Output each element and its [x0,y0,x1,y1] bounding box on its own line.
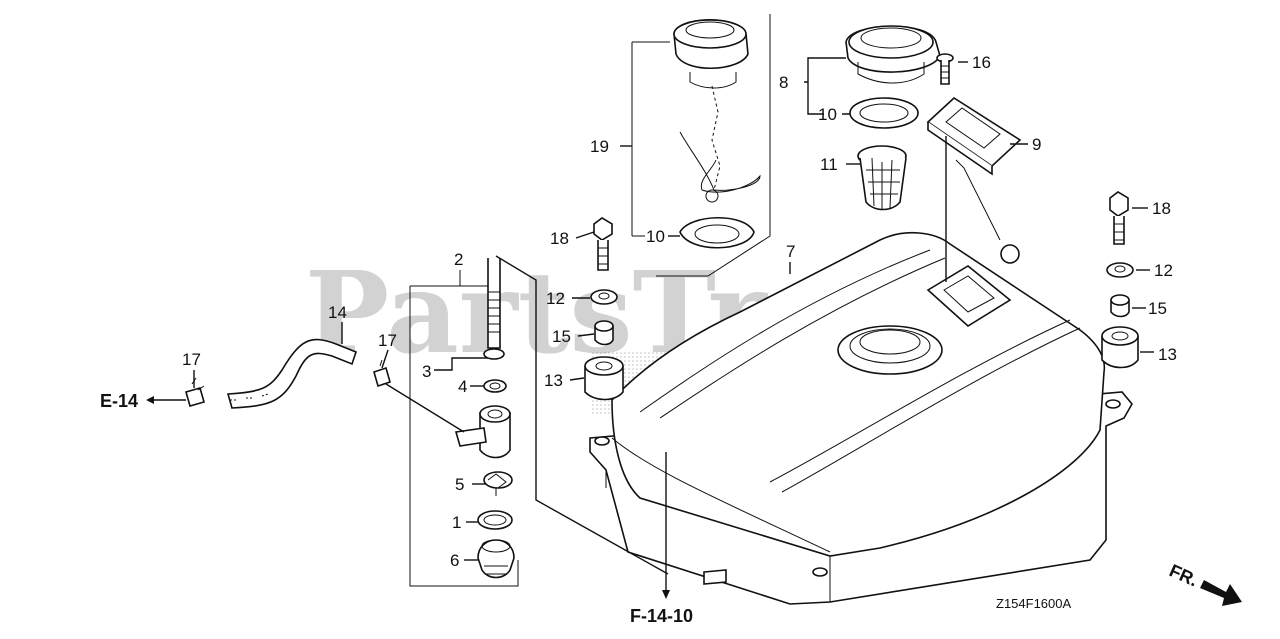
callout-1: 1 [452,513,461,532]
callout-19: 19 [590,137,609,156]
callout-17b: 17 [378,331,397,350]
callout-18a: 18 [550,229,569,248]
callout-16: 16 [972,53,991,72]
drawing-code: Z154F1600A [996,596,1071,611]
fuel-tank[interactable] [589,231,1133,605]
front-label: FR. [1166,560,1201,590]
hose-clamp-17b[interactable] [373,359,391,388]
callout-13a: 13 [544,371,563,390]
fuel-strainer-11[interactable] [857,145,907,211]
o-ring-1[interactable] [477,510,513,530]
ref-e14-arrow [146,396,154,404]
ref-f1410-label: F-14-10 [630,606,693,626]
callout-7: 7 [786,242,795,261]
callout-8: 8 [779,73,788,92]
bolt-3[interactable] [483,258,505,360]
bolt-18a[interactable] [593,217,613,271]
fuel-cup-6[interactable] [477,539,515,579]
fuel-cap-8[interactable] [845,25,941,84]
fuel-hose-14[interactable] [226,338,357,409]
rubber-mount-13b[interactable] [1101,326,1139,369]
collar-15a[interactable] [594,320,614,346]
screw-16[interactable] [936,53,954,85]
callout-13b: 13 [1158,345,1177,364]
front-arrow-icon [1200,580,1242,606]
callout-10b: 10 [646,227,665,246]
callout-12a: 12 [546,289,565,308]
ref-f1410-arrow [662,590,670,599]
callout-11: 11 [820,155,838,174]
callout-9: 9 [1032,135,1041,154]
hose-clamp-17a[interactable] [185,377,205,407]
bolt-18b[interactable] [1109,191,1129,245]
front-indicator: FR. [1166,560,1242,606]
washer-4[interactable] [483,379,507,393]
callout-15a: 15 [552,327,571,346]
reference-e14[interactable]: E-14 [100,391,154,411]
callout-15b: 15 [1148,299,1167,318]
collar-15b[interactable] [1110,294,1130,318]
callout-3: 3 [422,362,431,381]
cap-seal-10b[interactable] [679,216,755,249]
callout-18b: 18 [1152,199,1171,218]
cap-seal-10[interactable] [849,97,919,129]
fuel-gauge-9[interactable] [926,96,1022,264]
washer-12b[interactable] [1106,262,1134,278]
fuel-cap-19[interactable] [673,19,761,203]
leader-lines [148,57,1154,590]
rubber-mount-13a[interactable] [584,356,624,401]
ref-e14-label: E-14 [100,391,138,411]
callout-5: 5 [455,475,464,494]
callout-labels: 1 2 3 4 5 6 7 8 9 10 10 11 12 12 13 13 1… [182,53,1177,570]
group-2-bracket [409,285,519,587]
callout-12b: 12 [1154,261,1173,280]
callout-2: 2 [454,250,463,269]
callout-10a: 10 [818,105,837,124]
callout-4: 4 [458,377,467,396]
callout-17a: 17 [182,350,201,369]
strainer-5[interactable] [483,471,513,496]
callout-14: 14 [328,303,347,322]
washer-12a[interactable] [590,289,618,305]
group-19-bracket [631,14,771,277]
callout-6: 6 [450,551,459,570]
reference-f1410[interactable]: F-14-10 [630,590,693,626]
